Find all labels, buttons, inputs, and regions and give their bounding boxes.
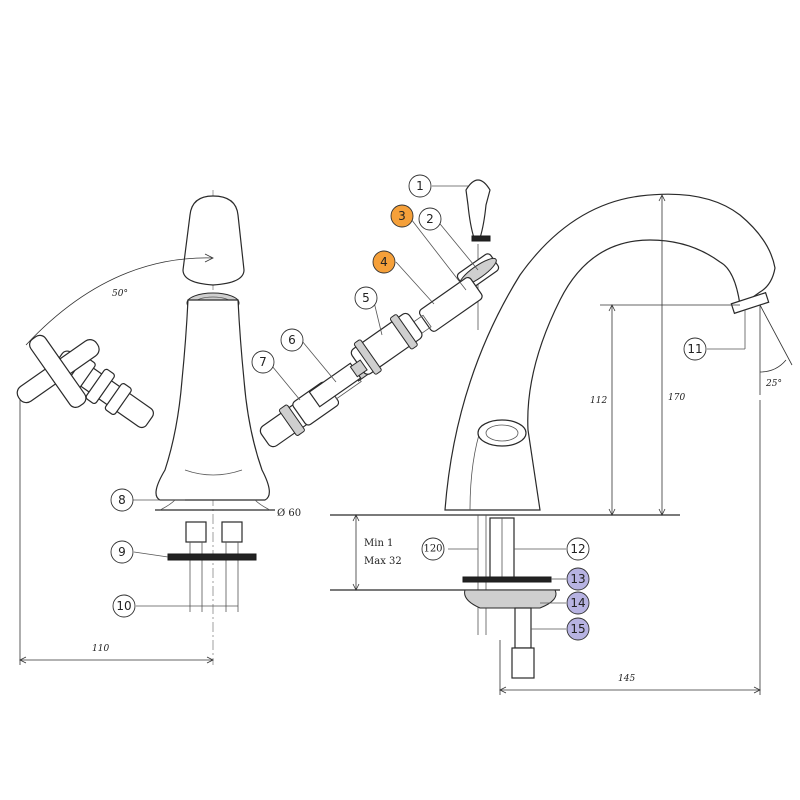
part-label-2: 2 [418,207,442,231]
part-label-1: 1 [408,174,432,198]
svg-text:9: 9 [118,545,126,559]
angle-50-text: 50° [112,289,128,299]
part-label-7: 7 [251,350,275,374]
fixing-rod [167,553,257,561]
base-fillet-right [254,499,271,511]
part-label-3: 3 [390,204,414,228]
pitch-label: 120 [421,537,445,561]
part-1-knob [465,179,491,239]
mount-max-text: Max 32 [364,556,402,567]
left-cross-handle [16,334,100,408]
diameter-text: Ø 60 [277,508,301,519]
part-label-10: 10 [112,594,136,618]
part-15-rod [514,607,532,649]
supply-nut-left [185,521,207,543]
leader-lines [133,185,746,630]
spout-body [444,193,776,511]
svg-text:15: 15 [570,622,585,636]
part-label-6: 6 [280,328,304,352]
svg-text:13: 13 [570,572,585,586]
part-label-14: 14 [566,591,590,615]
reach-145-text: 145 [618,674,635,684]
svg-text:6: 6 [288,333,296,347]
height-112-text: 112 [590,396,607,406]
height-170-text: 170 [668,393,685,403]
svg-text:11: 11 [687,342,702,356]
part-13-washer [462,576,552,583]
body-seam [184,469,243,476]
supply-nut-right [221,521,243,543]
handle-hole-inner [485,424,519,442]
part-label-15: 15 [566,617,590,641]
part-5-sleeve [350,312,423,375]
part-14-bracket [464,589,557,609]
front-view: 50° 110 Ø 60 [16,190,369,665]
svg-text:3: 3 [398,209,406,223]
svg-text:5: 5 [362,291,370,305]
part-6-spindle [308,359,368,408]
part-label-13: 13 [566,567,590,591]
front-body [155,299,270,501]
side-view: Min 1 Max 32 112 170 25° 145 [330,193,793,695]
part-label-8: 8 [110,488,134,512]
part-1-ring [471,235,491,242]
svg-text:8: 8 [118,493,126,507]
svg-text:7: 7 [259,355,267,369]
svg-text:10: 10 [116,599,131,613]
angle-arrow [204,253,214,263]
base-fillet-left [159,499,176,511]
svg-text:14: 14 [570,596,585,610]
spout-outlet [730,291,770,315]
part-label-9: 9 [110,540,134,564]
svg-text:2: 2 [426,212,434,226]
part-15-nut [511,647,535,679]
spout-angle-ref [759,304,793,366]
part-label-12: 12 [566,537,590,561]
width-110-text: 110 [92,644,109,654]
svg-text:1: 1 [416,179,424,193]
mount-min-text: Min 1 [364,538,393,549]
part-label-11: 11 [683,337,707,361]
handle-hole-outer [477,419,527,447]
left-handle-arm [54,350,154,429]
spout-cap [182,195,245,286]
pitch-120-text: 120 [423,544,442,555]
spout-angle-arc [759,359,787,373]
exploded-parts [308,179,500,408]
part-label-4: 4 [372,250,396,274]
svg-text:4: 4 [380,255,388,269]
angle-arc-50 [25,257,214,346]
svg-text:12: 12 [570,542,585,556]
angle-25-text: 25° [765,379,782,389]
part-label-5: 5 [354,286,378,310]
